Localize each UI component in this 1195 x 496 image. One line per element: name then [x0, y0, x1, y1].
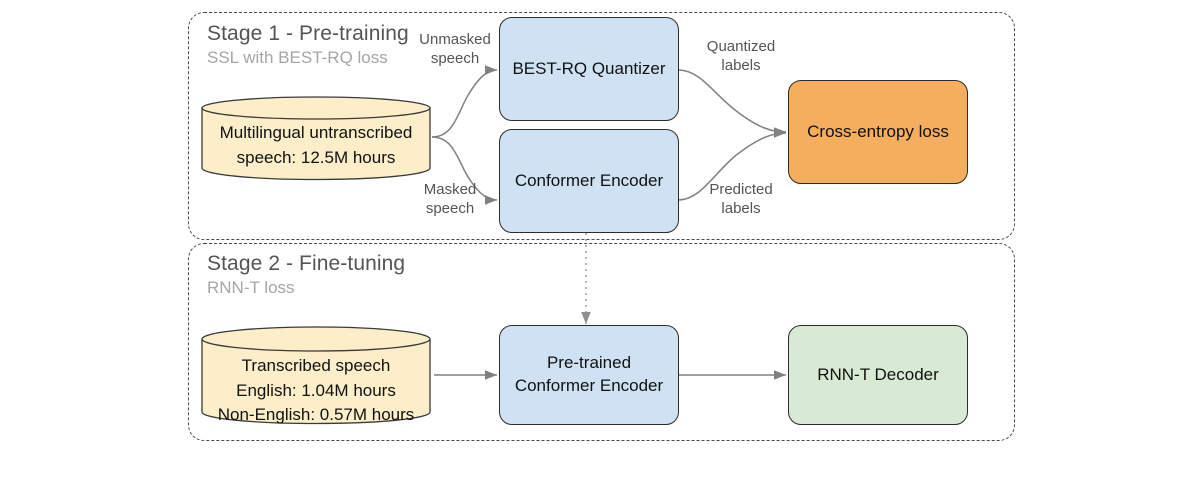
stage-2-container [188, 243, 1015, 441]
node-transcribed-speech[interactable]: Transcribed speech English: 1.04M hours … [200, 325, 432, 426]
stage-1-container [188, 12, 1015, 240]
node-multilingual-untranscribed-speech[interactable]: Multilingual untranscribed speech: 12.5M… [200, 95, 432, 181]
stage-1-title: Stage 1 - Pre-training [207, 22, 409, 45]
edge-unmasked-speech [431, 65, 498, 138]
node-pretrained-conformer-encoder[interactable]: Pre-trained Conformer Encoder [499, 325, 679, 425]
cylinder-shape [201, 326, 431, 425]
node-label: Multilingual untranscribed speech: 12.5M… [219, 123, 413, 167]
stage-1-subtitle: SSL with BEST-RQ loss [207, 48, 388, 67]
stage-2-subtitle: RNN-T loss [207, 278, 295, 297]
edge-quantized-labels [677, 69, 787, 137]
edge-label-predicted-labels: Predicted labels [709, 181, 773, 217]
cylinder-shape [201, 96, 431, 181]
edge-predicted-labels [677, 128, 787, 201]
node-conformer-encoder[interactable]: Conformer Encoder [499, 129, 679, 233]
node-best-rq-quantizer[interactable]: BEST-RQ Quantizer [499, 17, 679, 121]
node-rnnt-decoder[interactable]: RNN-T Decoder [788, 325, 968, 425]
edge-masked-speech [431, 136, 498, 205]
stage-2-title: Stage 2 - Fine-tuning [207, 252, 406, 275]
node-label: Transcribed speech English: 1.04M hours … [217, 356, 415, 425]
edge-label-masked-speech: Masked speech [423, 181, 477, 217]
edge-label-quantized-labels: Quantized labels [706, 38, 776, 74]
node-cross-entropy-loss[interactable]: Cross-entropy loss [788, 80, 968, 184]
edge-label-unmasked-speech: Unmasked speech [419, 31, 491, 67]
